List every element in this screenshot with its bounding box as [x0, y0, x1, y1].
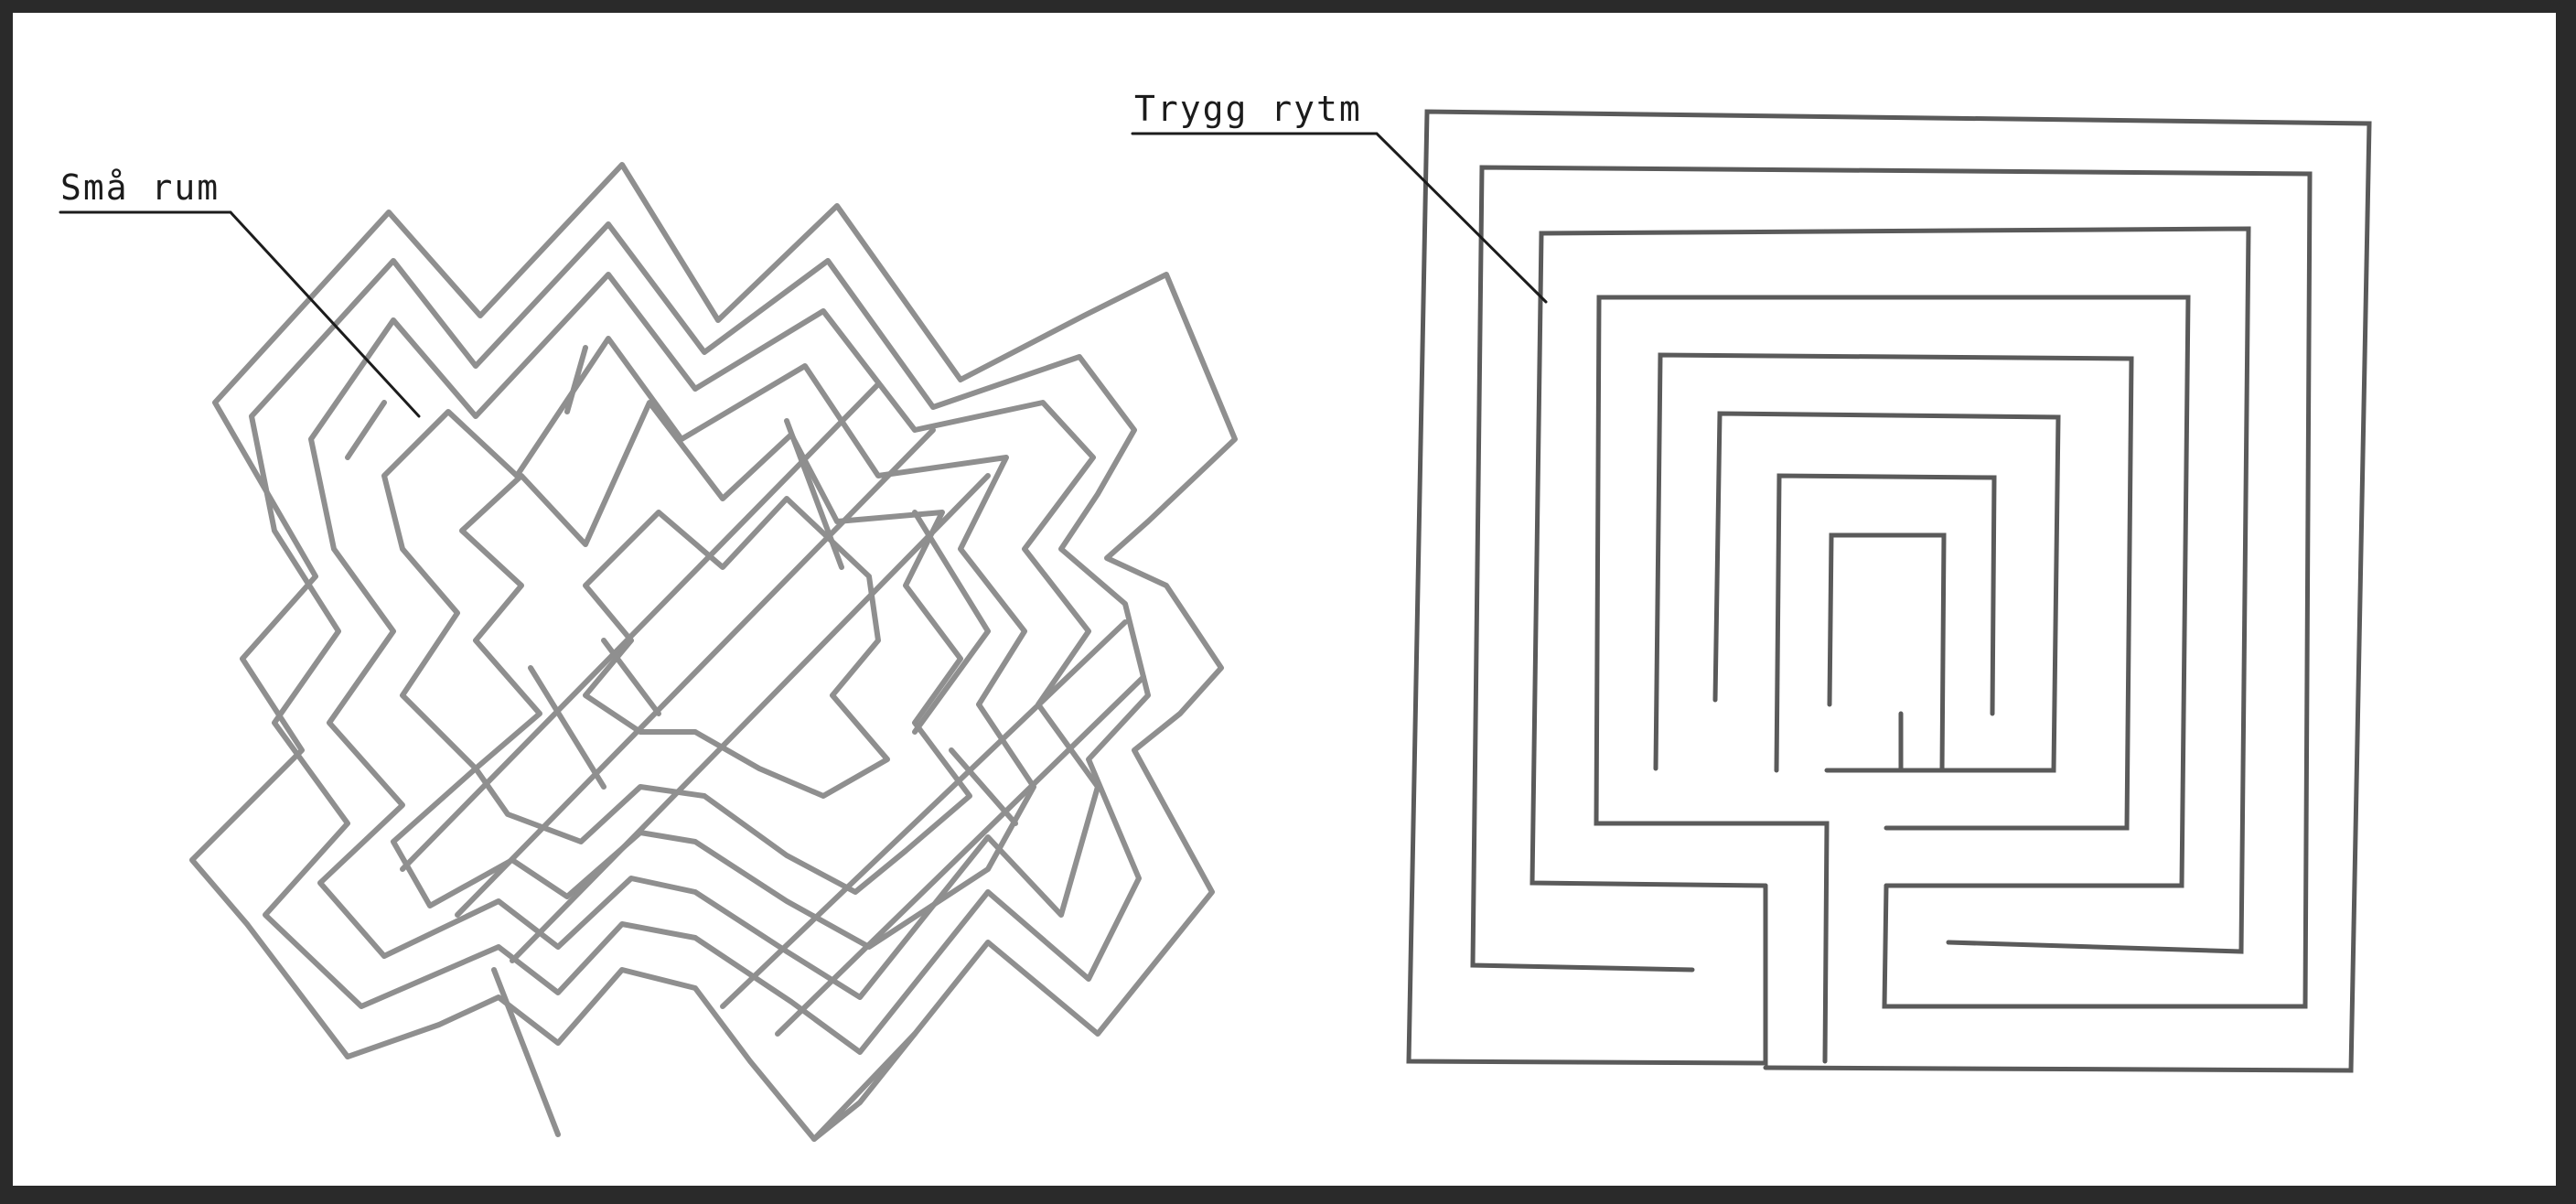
- labyrinth-ring-8: [1830, 535, 1944, 770]
- labyrinth-ring-6: [1715, 414, 2058, 770]
- labyrinth-ring-1: [1409, 112, 2369, 1070]
- maze-ring-3: [311, 274, 1098, 997]
- labyrinth-ring-7: [1776, 476, 1994, 770]
- label-trygg-rytm: Trygg rytm: [1134, 91, 1362, 126]
- maze-center-chamber: [585, 499, 887, 796]
- square-labyrinth: [1409, 112, 2369, 1070]
- label-leaders: [60, 134, 1546, 416]
- maze-corridor-diagonal-4: [723, 622, 1125, 1006]
- right-label-leader: [1132, 134, 1546, 302]
- maze-spur-7: [348, 403, 384, 457]
- maze-tail-left: [494, 970, 558, 1134]
- diagonal-maze: [192, 165, 1235, 1139]
- left-label-leader: [60, 212, 419, 416]
- label-sma-rum: Små rum: [60, 170, 220, 205]
- maze-spur-2: [787, 421, 842, 567]
- maze-ring-4: [384, 339, 1034, 947]
- maze-corridor-diagonal-3: [402, 384, 878, 869]
- maze-spur-4: [604, 640, 659, 714]
- labyrinth-ring-3: [1532, 229, 2249, 951]
